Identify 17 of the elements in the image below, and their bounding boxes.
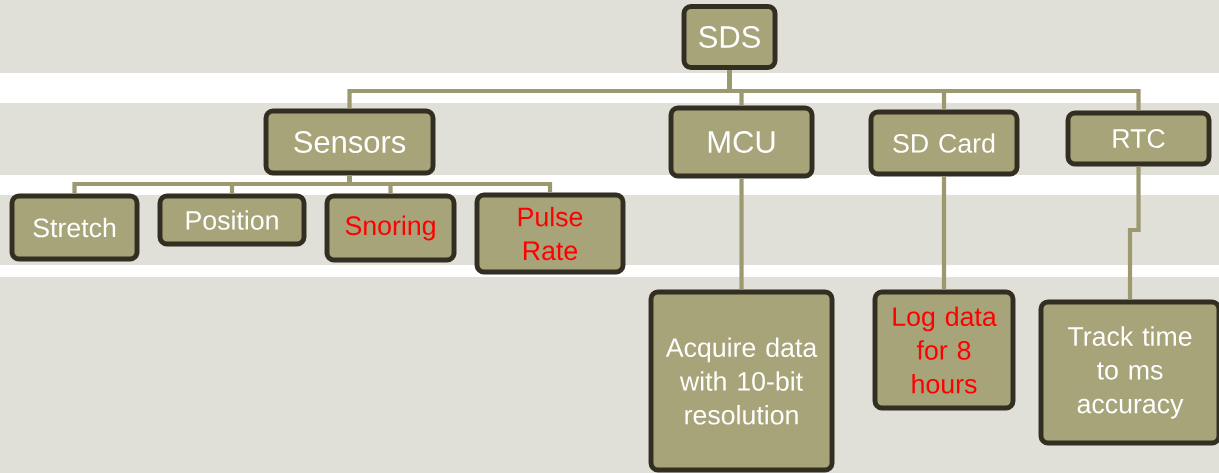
connector-line [739, 178, 744, 290]
block-box: Pulse Rate [474, 192, 626, 275]
block-box: RTC [1065, 110, 1212, 167]
block-box: Acquire data with 10-bit resolution [648, 289, 835, 473]
block-box: SDS [681, 4, 778, 70]
block-box: MCU [668, 105, 815, 179]
block-box: Log data for 8 hours [872, 289, 1016, 411]
block-box: SD Card [868, 109, 1020, 177]
block-box: Track time to ms accuracy [1038, 299, 1219, 446]
connector-line [347, 175, 553, 193]
block-box: Snoring [324, 193, 457, 263]
block-box: Position [157, 193, 307, 247]
connector-line [941, 176, 947, 290]
block-box: Stretch [9, 193, 140, 262]
connector-line [1127, 166, 1141, 300]
connector-line [727, 69, 1141, 111]
block-box: Sensors [263, 108, 436, 176]
